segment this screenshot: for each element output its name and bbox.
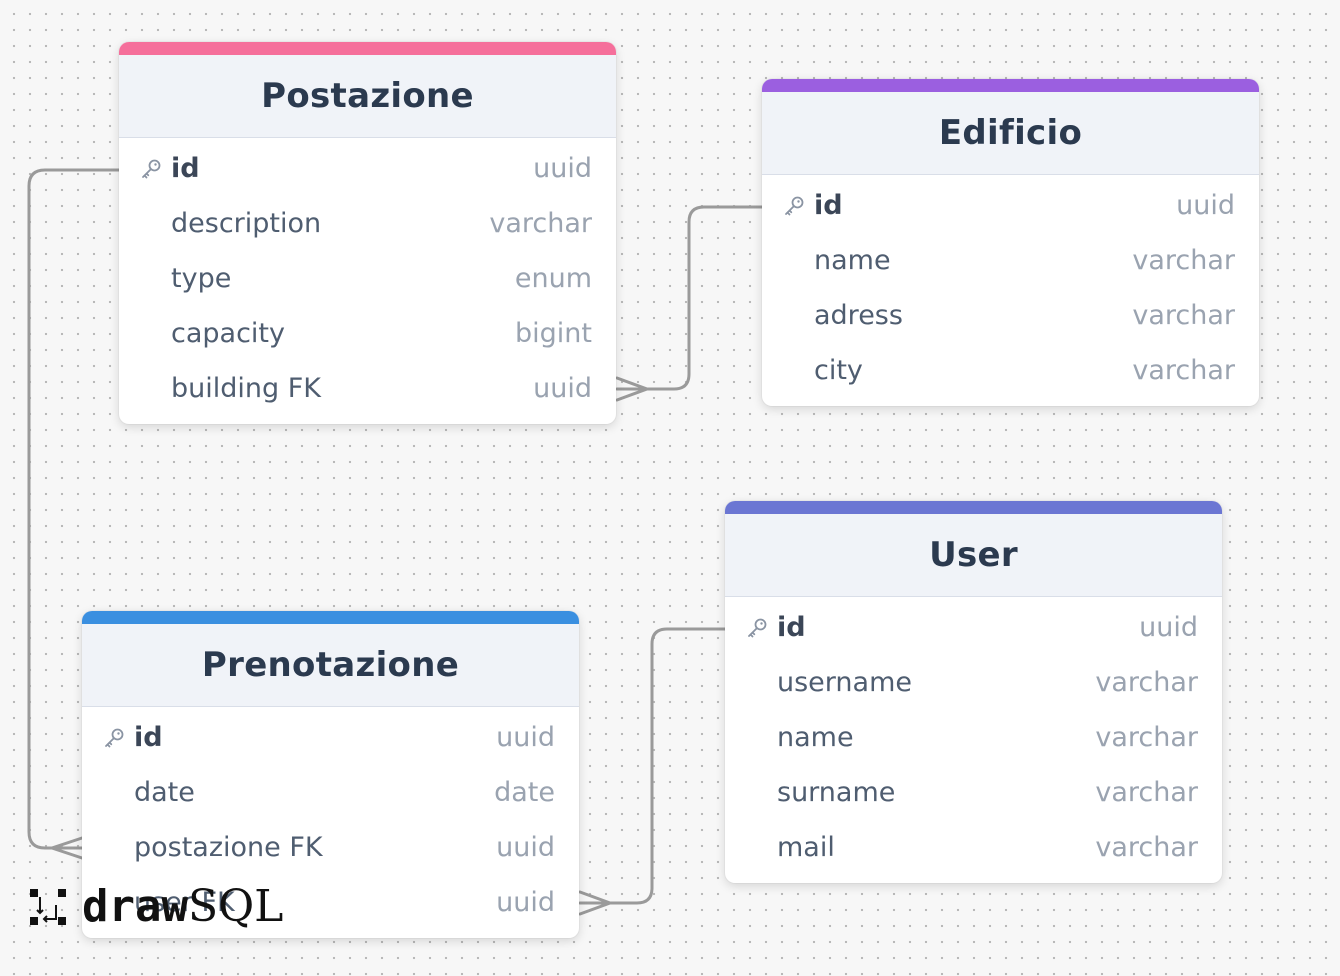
field-row[interactable]: id uuid bbox=[82, 710, 579, 765]
field-list: id uuid username varchar name varchar surname v… bbox=[725, 597, 1222, 883]
field-list: id uuid name varchar adress varchar city varcha… bbox=[762, 175, 1259, 406]
field-type: varchar bbox=[1095, 832, 1198, 863]
field-row[interactable]: username varchar bbox=[725, 655, 1222, 710]
table-color-bar bbox=[762, 79, 1259, 92]
field-name: capacity bbox=[171, 318, 285, 349]
table-title[interactable]: Prenotazione bbox=[82, 624, 579, 707]
field-name: building FK bbox=[171, 373, 321, 404]
relation-line-postazione-prenotazione[interactable] bbox=[27, 168, 121, 850]
field-type: varchar bbox=[1095, 722, 1198, 753]
primary-key-icon bbox=[102, 726, 126, 750]
field-row[interactable]: user FK uuid bbox=[82, 875, 579, 930]
field-type: varchar bbox=[1132, 245, 1235, 276]
field-row[interactable]: date date bbox=[82, 765, 579, 820]
field-row[interactable]: capacity bigint bbox=[119, 306, 616, 361]
field-name: description bbox=[171, 208, 322, 239]
drawsql-logo-text: drawSQL bbox=[82, 881, 284, 932]
table-color-bar bbox=[725, 501, 1222, 514]
table-title[interactable]: User bbox=[725, 514, 1222, 597]
field-name: name bbox=[814, 245, 891, 276]
table-title[interactable]: Postazione bbox=[119, 55, 616, 138]
field-name: user FK bbox=[134, 887, 235, 918]
field-type: varchar bbox=[1095, 777, 1198, 808]
crowfoot-building-fk bbox=[615, 376, 652, 402]
field-type: uuid bbox=[496, 722, 555, 753]
field-row[interactable]: description varchar bbox=[119, 196, 616, 251]
field-row[interactable]: postazione FK uuid bbox=[82, 820, 579, 875]
field-name: mail bbox=[777, 832, 835, 863]
table-color-bar bbox=[82, 611, 579, 624]
field-name: id bbox=[814, 190, 843, 221]
field-row[interactable]: id uuid bbox=[725, 600, 1222, 655]
field-type: uuid bbox=[1139, 612, 1198, 643]
table-color-bar bbox=[119, 42, 616, 55]
primary-key-icon bbox=[782, 194, 806, 218]
field-list: id uuid description varchar type enum capacity… bbox=[119, 138, 616, 424]
table-prenotazione[interactable]: Prenotazione id uuid date date postazione FK… bbox=[82, 611, 579, 938]
relation-line-building-edificio[interactable] bbox=[615, 205, 764, 391]
field-name: date bbox=[134, 777, 195, 808]
field-name: city bbox=[814, 355, 863, 386]
primary-key-icon bbox=[745, 616, 769, 640]
field-list: id uuid date date postazione FK uuid user FK uu… bbox=[82, 707, 579, 938]
field-type: enum bbox=[514, 263, 592, 294]
field-type: uuid bbox=[533, 153, 592, 184]
drawsql-logo: drawSQL bbox=[28, 885, 283, 929]
field-name: id bbox=[171, 153, 200, 184]
field-name: surname bbox=[777, 777, 896, 808]
field-row[interactable]: type enum bbox=[119, 251, 616, 306]
field-row[interactable]: building FK uuid bbox=[119, 361, 616, 416]
table-postazione[interactable]: Postazione id uuid description varchar type e… bbox=[119, 42, 616, 424]
field-name: id bbox=[777, 612, 806, 643]
field-name: adress bbox=[814, 300, 903, 331]
field-row[interactable]: id uuid bbox=[762, 178, 1259, 233]
field-type: uuid bbox=[1176, 190, 1235, 221]
field-type: uuid bbox=[533, 373, 592, 404]
field-type: date bbox=[494, 777, 555, 808]
field-row[interactable]: name varchar bbox=[762, 233, 1259, 288]
field-type: varchar bbox=[1095, 667, 1198, 698]
field-name: type bbox=[171, 263, 232, 294]
field-type: varchar bbox=[489, 208, 592, 239]
field-type: uuid bbox=[496, 832, 555, 863]
field-row[interactable]: name varchar bbox=[725, 710, 1222, 765]
field-name: id bbox=[134, 722, 163, 753]
drawsql-logo-icon bbox=[30, 889, 66, 925]
field-row[interactable]: city varchar bbox=[762, 343, 1259, 398]
field-type: uuid bbox=[496, 887, 555, 918]
relation-line-user-prenotazione[interactable] bbox=[578, 627, 727, 905]
primary-key-icon bbox=[139, 157, 163, 181]
field-type: varchar bbox=[1132, 355, 1235, 386]
field-name: postazione FK bbox=[134, 832, 323, 863]
field-row[interactable]: adress varchar bbox=[762, 288, 1259, 343]
field-type: bigint bbox=[515, 318, 592, 349]
field-row[interactable]: surname varchar bbox=[725, 765, 1222, 820]
crowfoot-postazione-fk bbox=[47, 836, 84, 860]
crowfoot-user-fk bbox=[578, 890, 615, 916]
table-title[interactable]: Edificio bbox=[762, 92, 1259, 175]
field-name: username bbox=[777, 667, 912, 698]
field-name: name bbox=[777, 722, 854, 753]
field-row[interactable]: mail varchar bbox=[725, 820, 1222, 875]
field-row[interactable]: id uuid bbox=[119, 141, 616, 196]
field-type: varchar bbox=[1132, 300, 1235, 331]
